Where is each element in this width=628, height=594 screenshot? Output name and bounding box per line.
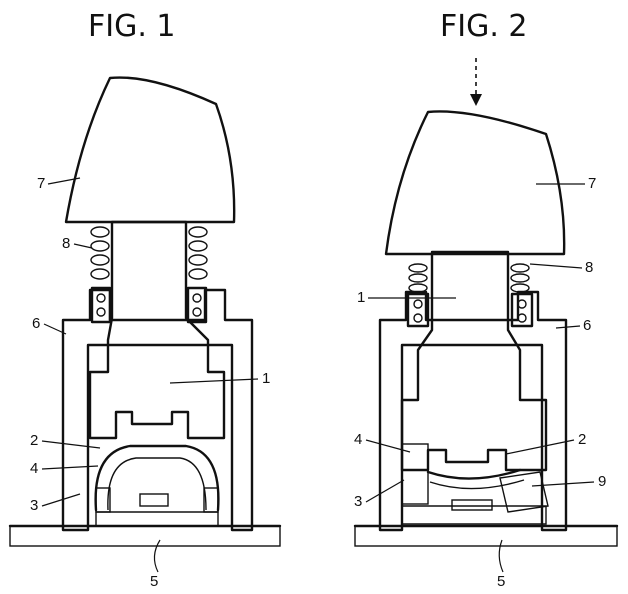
- figure-2: FIG. 2: [353, 9, 619, 590]
- label-base-2: 5: [497, 573, 505, 590]
- label-blade: 9: [598, 473, 606, 490]
- figure-2-title: FIG. 2: [440, 9, 528, 44]
- contact-dome-2: [401, 443, 549, 525]
- label-contact-2: 4: [354, 431, 362, 448]
- housing: [61, 288, 254, 532]
- figure-1-labels: 7 8 6 1 2 4 3 5: [30, 175, 270, 590]
- plunger-2: [400, 250, 548, 472]
- label-spring: 8: [62, 235, 70, 252]
- figure-2-labels: 7 8 1 6 4 2 3 9 5: [354, 175, 606, 590]
- label-housing-2: 6: [583, 317, 591, 334]
- key-cap-2: [384, 110, 566, 256]
- label-contact: 4: [30, 460, 38, 477]
- label-dome: 2: [30, 432, 38, 449]
- key-cap: [64, 76, 236, 224]
- label-case-2: 3: [354, 493, 362, 510]
- label-dome-2: 2: [578, 431, 586, 448]
- label-plunger-2: 1: [357, 289, 365, 306]
- label-housing: 6: [32, 315, 40, 332]
- label-plunger: 1: [262, 370, 270, 387]
- label-cap-2: 7: [588, 175, 596, 192]
- plunger: [88, 220, 226, 440]
- figure-1: FIG. 1: [8, 9, 282, 590]
- figure-1-title: FIG. 1: [88, 9, 176, 44]
- return-spring-2: [406, 263, 534, 328]
- housing-2: [378, 290, 568, 532]
- return-spring: [90, 226, 208, 324]
- label-base: 5: [150, 573, 158, 590]
- contact-dome: [94, 444, 220, 527]
- label-cap: 7: [37, 175, 45, 192]
- press-arrow: [470, 58, 482, 106]
- label-spring-2: 8: [585, 259, 593, 276]
- label-case: 3: [30, 497, 38, 514]
- base-plate-2: [353, 524, 619, 547]
